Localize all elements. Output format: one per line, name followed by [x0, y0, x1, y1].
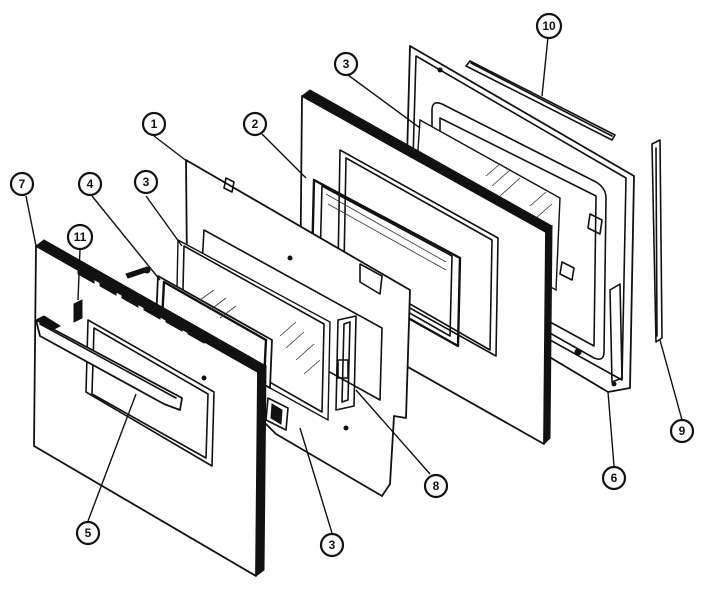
side-seal-strip: [651, 139, 663, 343]
callout-6: 6: [601, 465, 627, 491]
callout-1: 1: [141, 111, 167, 137]
lower-clip: [265, 397, 289, 431]
callout-2: 2: [242, 111, 268, 137]
callout-6-label: 6: [611, 471, 618, 485]
top-trim-strip: [465, 60, 616, 141]
callout-10: 10: [535, 12, 563, 40]
callout-11: 11: [66, 223, 94, 251]
callout-7-label: 7: [19, 177, 26, 191]
callout-9: 9: [669, 418, 695, 444]
hinge-bracket: [335, 315, 357, 411]
callout-3-mid: 3: [133, 169, 159, 195]
callout-3-lower: 3: [319, 532, 345, 558]
callout-7: 7: [9, 171, 35, 197]
callout-9-label: 9: [679, 424, 686, 438]
callout-2-label: 2: [252, 117, 259, 131]
callout-8-label: 8: [433, 479, 440, 493]
callout-11-label: 11: [74, 230, 87, 244]
callout-10-label: 10: [542, 19, 556, 33]
callout-5-label: 5: [85, 526, 92, 540]
callout-3-rear: 3: [333, 51, 359, 77]
screw: [125, 266, 151, 279]
door-handle: [34, 315, 183, 411]
callout-3-rear-label: 3: [343, 57, 350, 71]
door-clip: [73, 299, 83, 323]
callout-4: 4: [77, 171, 103, 197]
callout-5: 5: [75, 520, 101, 546]
callout-1-label: 1: [151, 117, 158, 131]
callout-3-lower-label: 3: [329, 538, 336, 552]
callout-8: 8: [423, 473, 449, 499]
leader-lines: [25, 36, 683, 534]
callout-4-label: 4: [87, 177, 94, 191]
outer-door-panel: [33, 239, 267, 578]
callout-3-mid-label: 3: [143, 175, 150, 189]
